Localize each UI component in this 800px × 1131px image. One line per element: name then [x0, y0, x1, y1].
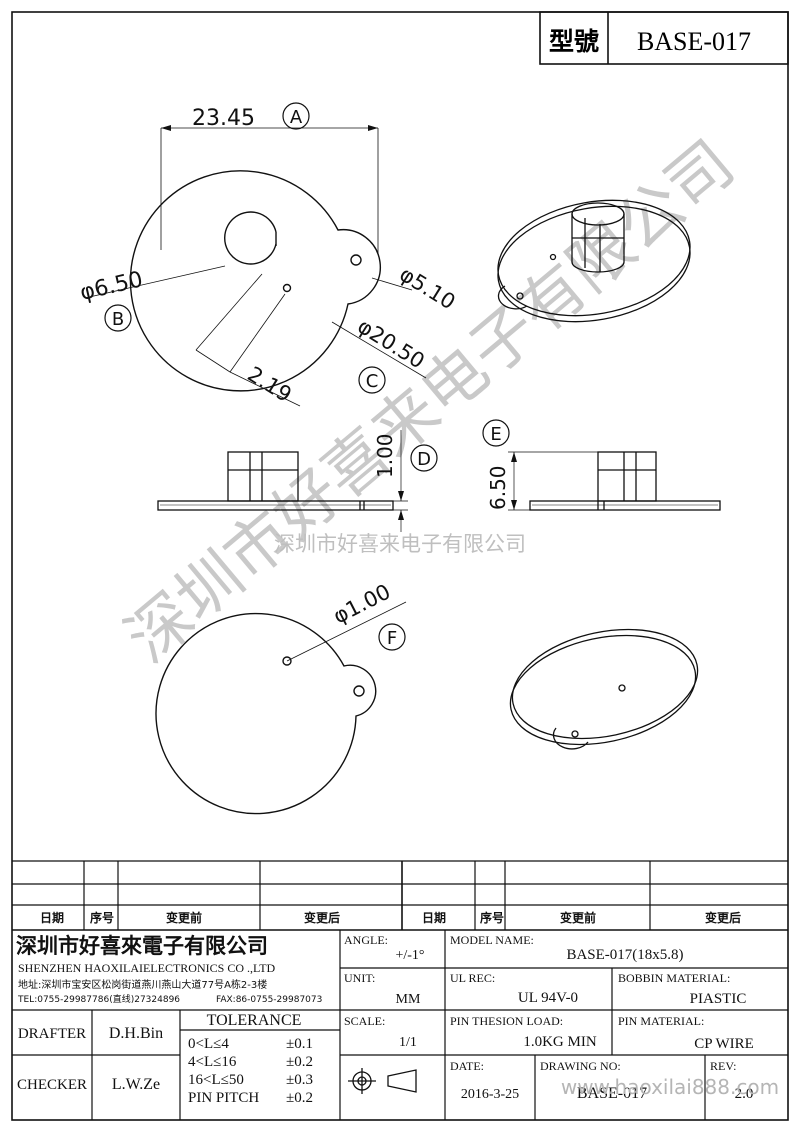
scale-label: SCALE: — [344, 1014, 385, 1028]
title-block-lines — [12, 860, 788, 1120]
dim-lobe-value: φ5.10 — [395, 262, 459, 314]
people-block: DRAFTER D.H.Bin CHECKER L.W.Ze — [17, 1025, 163, 1093]
dim-b-tag: B — [112, 309, 124, 330]
revision-headers: 日期 序号 变更前 变更后 日期 序号 变更前 变更后 — [40, 910, 741, 925]
company-name-cn: 深圳市好喜來電子有限公司 — [16, 934, 268, 958]
tolerance-value-4: ±0.2 — [286, 1090, 313, 1106]
company-block: 深圳市好喜來電子有限公司 SHENZHEN HAOXILAIELECTRONIC… — [16, 934, 322, 1005]
rev-header-after-2: 变更后 — [705, 910, 741, 925]
model-name-value: BASE-017(18x5.8) — [566, 947, 683, 963]
iso-view-top — [497, 199, 691, 323]
ul-label: UL REC: — [450, 971, 495, 985]
rev-header-date-1: 日期 — [40, 910, 64, 925]
drafter-label: DRAFTER — [18, 1026, 86, 1042]
tolerance-range-1: 0<L≤4 — [188, 1036, 229, 1052]
watermark-diagonal: 深圳市好喜来电子有限公司 — [113, 127, 749, 677]
date-value: 2016-3-25 — [461, 1087, 519, 1102]
tolerance-range-4: PIN PITCH — [188, 1090, 259, 1106]
rev-value: 2.0 — [735, 1086, 754, 1102]
side-view-d-labels: 1.00 D — [373, 433, 438, 478]
bottom-view-labels: φ1.00 F — [329, 580, 406, 651]
model-box: 型號 BASE-017 — [539, 11, 789, 65]
model-value: BASE-017 — [637, 27, 751, 56]
rev-header-seq-1: 序号 — [90, 910, 114, 925]
company-address: 地址:深圳市宝安区松岗街道燕川燕山大道77号A栋2-3楼 — [18, 978, 267, 991]
tolerance-block: TOLERANCE 0<L≤4 ±0.1 4<L≤16 ±0.2 16<L≤50… — [188, 1012, 313, 1106]
projection-symbol — [348, 1068, 417, 1094]
dim-a-value: 23.45 — [192, 106, 255, 131]
sheet-border — [11, 11, 789, 1121]
rev-header-date-2: 日期 — [422, 910, 446, 925]
lobe-hole — [350, 254, 362, 266]
tolerance-title: TOLERANCE — [207, 1012, 302, 1029]
unit-value: MM — [396, 992, 421, 1007]
watermark-url: www.haoxilai888.com — [561, 1075, 779, 1099]
top-view-labels: 23.45 A φ6.50 B φ5.10 φ20.50 C 2.19 — [78, 102, 459, 407]
rev-header-seq-2: 序号 — [480, 910, 504, 925]
dim-c-value: φ20.50 — [353, 314, 428, 374]
pin-hole — [282, 283, 292, 293]
pin-load-value: 1.0KG MIN — [523, 1034, 596, 1050]
drafter-value: D.H.Bin — [109, 1025, 163, 1042]
angle-label: ANGLE: — [344, 933, 388, 947]
side-view-e — [508, 451, 721, 511]
model-label: 型號 — [549, 27, 599, 56]
dim-f-value: φ1.00 — [329, 580, 394, 629]
tolerance-value-1: ±0.1 — [286, 1036, 313, 1052]
checker-label: CHECKER — [17, 1077, 87, 1093]
tolerance-range-2: 4<L≤16 — [188, 1054, 237, 1070]
specs-block: ANGLE: +/-1° UNIT: MM SCALE: 1/1 MODEL N… — [344, 933, 754, 1102]
pin-load-label: PIN THESION LOAD: — [450, 1014, 563, 1028]
center-hole — [224, 211, 277, 265]
pin-material-label: PIN MATERIAL: — [618, 1014, 704, 1028]
dim-e-value: 6.50 — [486, 465, 510, 510]
dim-e-tag: E — [490, 424, 501, 445]
company-fax: FAX:86-0755-29987073 — [216, 995, 322, 1005]
bobbin-value: PIASTIC — [690, 991, 747, 1007]
dim-d-tag: D — [417, 449, 431, 470]
drawing-no-value: BASE-017 — [577, 1085, 647, 1102]
ul-value: UL 94V-0 — [518, 990, 578, 1006]
rev-header-before-1: 变更前 — [166, 910, 202, 925]
side-view-d — [157, 430, 408, 532]
dim-d-value: 1.00 — [373, 433, 397, 478]
checker-value: L.W.Ze — [112, 1076, 160, 1093]
unit-label: UNIT: — [344, 971, 375, 985]
side-view-e-labels: 6.50 E — [482, 419, 510, 510]
tolerance-range-3: 16<L≤50 — [188, 1072, 244, 1088]
disc-outline — [129, 170, 382, 392]
watermark-line: 深圳市好喜来电子有限公司 — [274, 532, 526, 556]
scale-value: 1/1 — [399, 1035, 417, 1050]
drawing-no-label: DRAWING NO: — [540, 1059, 621, 1073]
pin-material-value: CP WIRE — [694, 1036, 754, 1052]
date-label: DATE: — [450, 1059, 484, 1073]
company-tel: TEL:0755-29987786(直线)27324896 — [17, 993, 180, 1005]
dim-a-tag: A — [290, 107, 303, 128]
tolerance-value-3: ±0.3 — [286, 1072, 313, 1088]
iso-view-bottom — [509, 628, 699, 750]
dim-b-value: φ6.50 — [78, 267, 145, 306]
rev-header-before-2: 变更前 — [560, 910, 596, 925]
rev-header-after-1: 变更后 — [304, 910, 340, 925]
bobbin-label: BOBBIN MATERIAL: — [618, 971, 730, 985]
company-name-en: SHENZHEN HAOXILAIELECTRONICS CO .,LTD — [18, 961, 276, 975]
dim-f-tag: F — [387, 628, 397, 649]
top-view — [84, 125, 427, 407]
rev-label: REV: — [710, 1059, 736, 1073]
model-name-label: MODEL NAME: — [450, 933, 534, 947]
tolerance-value-2: ±0.2 — [286, 1054, 313, 1070]
dim-c-tag: C — [366, 371, 379, 392]
angle-value: +/-1° — [395, 948, 424, 963]
bottom-view — [155, 601, 407, 815]
